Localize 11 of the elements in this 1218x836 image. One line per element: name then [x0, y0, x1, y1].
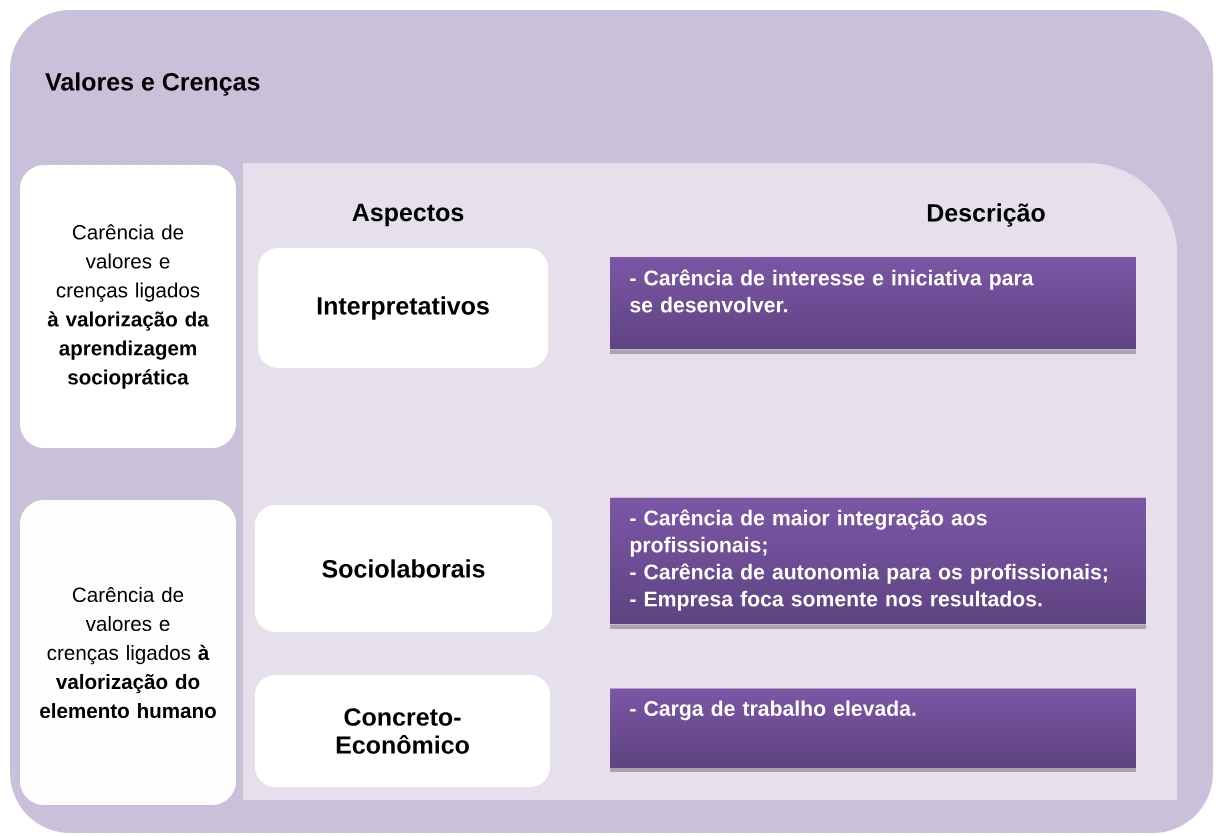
- column-heading: Descrição: [927, 203, 1045, 227]
- panel-title: Valores e Crenças: [45, 72, 260, 96]
- category-box: Carência de valores e crenças ligados à valorização do elemento humano: [20, 500, 236, 805]
- category-box: Carência de valores e crenças ligados à valorização da aprendizagem socioprática: [20, 165, 236, 448]
- aspect-box: Sociolaborais: [255, 505, 552, 632]
- description-box: - Carência de maior integração aos profissionais; - Carência de autonomia para os profissionais; - Empresa foca somente nos resultados.: [610, 497, 1146, 629]
- aspect-box: Interpretativos: [258, 248, 548, 368]
- aspect-box: Concreto- Econômico: [255, 675, 550, 787]
- description-box: - Carência de interesse e iniciativa para se desenvolver.: [610, 257, 1136, 354]
- description-box: - Carga de trabalho elevada.: [610, 688, 1136, 772]
- column-heading: Aspectos: [352, 203, 464, 227]
